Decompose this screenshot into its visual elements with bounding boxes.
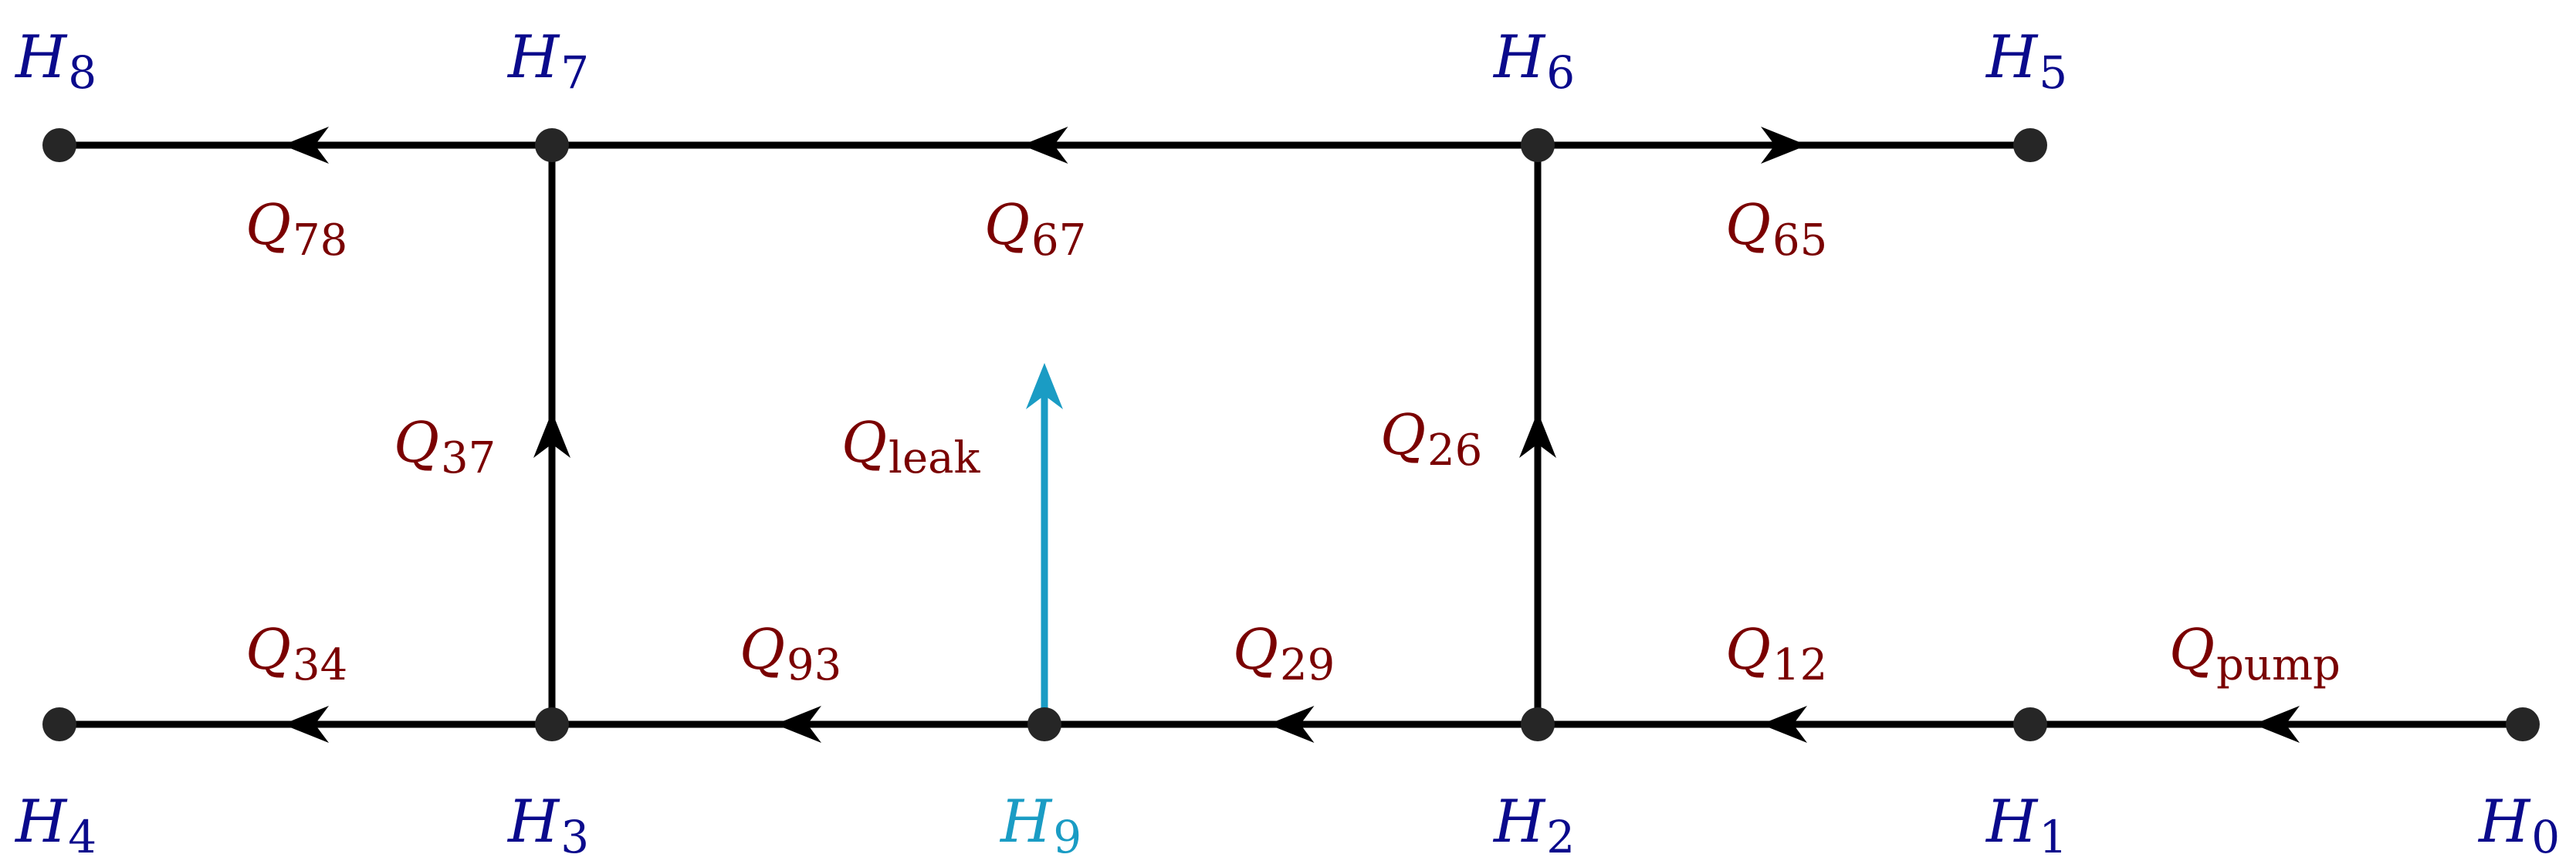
flow-label-q37-letter: Q xyxy=(394,410,439,475)
flow-label-q12-subscript: 12 xyxy=(1772,640,1827,690)
flow-label-q93-subscript: 93 xyxy=(787,640,841,690)
flow-label-qpump-letter: Q xyxy=(2169,617,2215,682)
flow-arrow-qpump xyxy=(2253,706,2300,743)
flow-label-qpump-subscript: pump xyxy=(2216,640,2341,690)
node-label-h4-subscript: 4 xyxy=(68,811,96,861)
flow-label-q67-subscript: 67 xyxy=(1031,215,1086,266)
node-label-h2: H2 xyxy=(1492,787,1575,861)
flow-label-q65-letter: Q xyxy=(1725,192,1771,257)
flow-label-leak-subscript: leak xyxy=(889,433,980,483)
flow-label-q37: Q37 xyxy=(394,410,496,483)
node-label-h6: H6 xyxy=(1492,22,1575,99)
flow-label-q37-subscript: 37 xyxy=(441,433,496,483)
leak-arrow-head xyxy=(1026,363,1063,409)
node-h6 xyxy=(1521,128,1555,162)
flow-label-q78: Q78 xyxy=(245,192,347,266)
flow-label-qpump: Qpump xyxy=(2169,617,2341,690)
node-label-h3-subscript: 3 xyxy=(560,811,589,861)
node-label-h5-subscript: 5 xyxy=(2039,46,2067,99)
nodes xyxy=(42,128,2540,741)
node-h1 xyxy=(2013,707,2047,741)
flow-label-q34-letter: Q xyxy=(245,617,291,682)
node-label-h0-letter: H xyxy=(2477,787,2531,856)
node-label-h8: H8 xyxy=(14,22,96,99)
node-label-h8-subscript: 8 xyxy=(68,46,96,99)
flow-label-q12: Q12 xyxy=(1725,617,1827,690)
node-label-h1-letter: H xyxy=(1985,787,2039,856)
flow-label-q93: Q93 xyxy=(740,617,841,690)
flow-arrow-q67 xyxy=(1021,127,1068,164)
node-label-h1-subscript: 1 xyxy=(2039,811,2067,861)
flow-label-q29-subscript: 29 xyxy=(1280,640,1335,690)
leak-arrow-group xyxy=(1026,363,1063,724)
node-label-h5-letter: H xyxy=(1985,22,2039,91)
node-label-h0-subscript: 0 xyxy=(2531,811,2560,861)
flow-label-q34: Q34 xyxy=(245,617,347,690)
flow-label-q29-letter: Q xyxy=(1233,617,1278,682)
node-label-h7-subscript: 7 xyxy=(560,46,589,99)
node-h8 xyxy=(42,128,76,162)
flow-arrow-q29 xyxy=(1268,706,1315,743)
flow-label-q29: Q29 xyxy=(1233,617,1335,690)
node-label-h6-subscript: 6 xyxy=(1546,46,1575,99)
node-h4 xyxy=(42,707,76,741)
node-h5 xyxy=(2013,128,2047,162)
flow-label-leak-letter: Q xyxy=(841,410,887,475)
flow-label-q12-letter: Q xyxy=(1725,617,1771,682)
node-label-h2-letter: H xyxy=(1492,787,1546,856)
node-h7 xyxy=(535,128,569,162)
flow-label-q65-subscript: 65 xyxy=(1772,215,1827,266)
flow-arrow-q26 xyxy=(1519,412,1556,458)
node-label-h6-letter: H xyxy=(1492,22,1546,91)
flow-label-q65: Q65 xyxy=(1725,192,1827,266)
flow-label-q26: Q26 xyxy=(1380,402,1482,476)
node-label-h8-letter: H xyxy=(14,22,68,91)
flow-label-q67-letter: Q xyxy=(984,192,1030,257)
node-label-h4-letter: H xyxy=(14,787,68,856)
flow-arrow-q34 xyxy=(283,706,329,743)
flow-arrow-q78 xyxy=(283,127,329,164)
flow-label-leak: Qleak xyxy=(841,410,980,483)
flow-label-q67: Q67 xyxy=(984,192,1086,266)
node-label-h4: H4 xyxy=(14,787,96,861)
node-h0 xyxy=(2506,707,2540,741)
flow-arrow-q65 xyxy=(1761,127,1807,164)
flow-label-q26-letter: Q xyxy=(1380,402,1426,467)
node-label-h9-letter: H xyxy=(999,787,1053,856)
flow-arrow-q93 xyxy=(775,706,821,743)
node-label-h2-subscript: 2 xyxy=(1546,811,1575,861)
flow-label-q34-subscript: 34 xyxy=(293,640,347,690)
node-label-h9-subscript: 9 xyxy=(1053,811,1082,861)
node-label-h0: H0 xyxy=(2477,787,2560,861)
node-label-h7-letter: H xyxy=(506,22,560,91)
node-label-h1: H1 xyxy=(1985,787,2067,861)
node-label-h3-letter: H xyxy=(506,787,560,856)
flow-label-q26-subscript: 26 xyxy=(1427,425,1482,476)
node-label-h5: H5 xyxy=(1985,22,2067,99)
node-h3 xyxy=(535,707,569,741)
flow-label-q78-letter: Q xyxy=(245,192,291,257)
node-label-h9: H9 xyxy=(999,787,1082,861)
flow-label-q93-letter: Q xyxy=(740,617,785,682)
node-h2 xyxy=(1521,707,1555,741)
node-h9 xyxy=(1027,707,1061,741)
node-label-h3: H3 xyxy=(506,787,589,861)
flow-arrow-q12 xyxy=(1761,706,1807,743)
pipes xyxy=(59,127,2523,743)
flow-arrow-q37 xyxy=(533,412,570,458)
flow-label-q78-subscript: 78 xyxy=(293,215,347,266)
node-label-h7: H7 xyxy=(506,22,589,99)
